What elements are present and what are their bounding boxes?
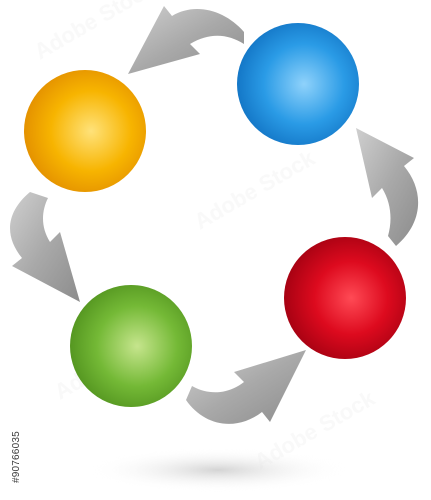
- arrow-red-to-blue: [356, 128, 419, 246]
- blue-sphere: [237, 23, 359, 145]
- arrow-blue-to-yellow: [128, 6, 244, 74]
- yellow-sphere: [24, 70, 146, 192]
- svg-text:Adobe Stock: Adobe Stock: [190, 145, 320, 234]
- arrow-green-to-red: [186, 350, 306, 424]
- stock-id-label: #90766035: [11, 431, 22, 483]
- green-sphere: [70, 285, 192, 407]
- red-sphere: [284, 237, 406, 359]
- ground-shadow: [88, 448, 348, 492]
- arrow-yellow-to-green: [10, 192, 80, 302]
